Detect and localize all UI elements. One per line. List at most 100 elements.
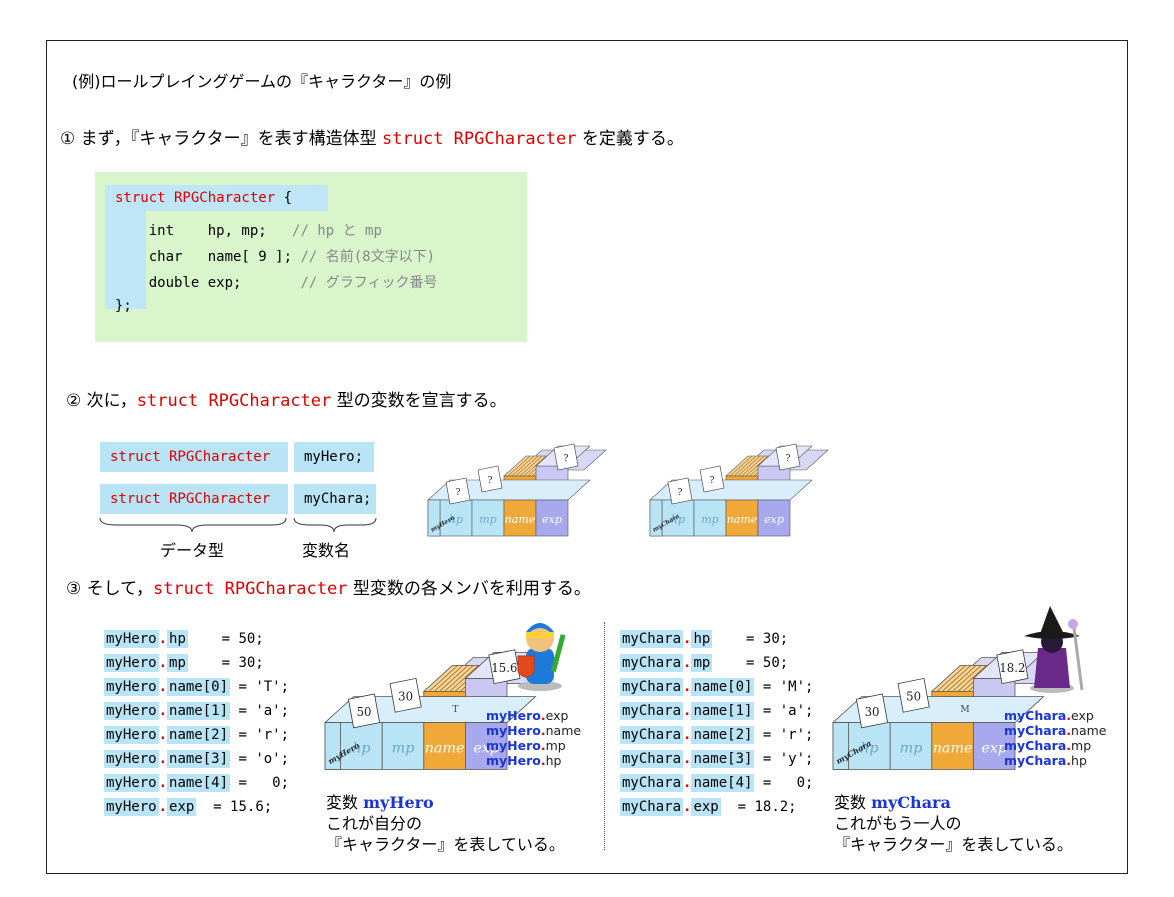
box-name-rib xyxy=(433,665,464,692)
member-label-field: exp xyxy=(545,708,569,723)
hero-caption-var: myHero xyxy=(363,793,434,812)
assign-value: = 30; xyxy=(712,631,789,647)
box-cell-exp xyxy=(973,722,1016,770)
assign-member: name[2] xyxy=(167,726,231,744)
code-line-3: double exp; // グラフィック番号 xyxy=(115,272,438,292)
member-label-var: myHero xyxy=(486,723,541,738)
box-field-label-exp: exp xyxy=(542,513,562,526)
box-name-rib xyxy=(733,455,757,477)
assign-member: name[3] xyxy=(691,750,755,768)
box-name-rib xyxy=(952,665,982,692)
var-brace xyxy=(293,517,377,533)
member-label-hp: myChara.hp xyxy=(1004,753,1087,768)
assign-dot: . xyxy=(158,655,168,671)
box-card-value: 50 xyxy=(357,705,372,719)
box-value-card-hp: ? xyxy=(445,477,471,505)
box-card-value: ? xyxy=(678,488,683,498)
figure-frame xyxy=(46,40,1128,874)
assignment-line: myHero.name[1] = 'a'; xyxy=(104,700,289,722)
member-label-field: mp xyxy=(1071,738,1092,753)
member-label-dot: . xyxy=(540,723,546,738)
member-label-field: hp xyxy=(1071,753,1087,768)
assign-member: name[1] xyxy=(167,702,231,720)
member-label-field: hp xyxy=(545,753,562,768)
code-keyword: struct RPGCharacter xyxy=(115,190,276,206)
box-card-face xyxy=(553,443,579,471)
assign-var: myHero xyxy=(104,678,159,696)
assign-member: hp xyxy=(691,630,713,648)
member-label-dot: . xyxy=(540,753,546,768)
member-label-mp: myChara.mp xyxy=(1004,738,1091,753)
member-label-var: myChara xyxy=(1004,708,1067,723)
code-member-exp: double exp; xyxy=(115,275,301,291)
intro-title: (例)ロールプレイングゲームの『キャラクター』の例 xyxy=(72,72,452,91)
step2-text: ② 次に，struct RPGCharacter 型の変数を宣言する。 xyxy=(66,386,507,411)
box-card-value: 30 xyxy=(398,690,413,704)
box-cell-mp xyxy=(471,499,505,537)
assignment-line: myChara.name[1] = 'a'; xyxy=(620,700,813,722)
code-comment-1: // hp と mp xyxy=(292,223,382,239)
witch-avatar-icon xyxy=(1024,606,1084,693)
assign-member: name[4] xyxy=(691,774,755,792)
assignment-line: myHero.mp = 30; xyxy=(104,652,264,674)
box-name-rib xyxy=(745,455,769,477)
box-value-card-hp: ? xyxy=(667,477,693,505)
box-field-label-name: name xyxy=(425,741,465,757)
box-name-rib xyxy=(507,455,531,477)
box-field-label-hp: hp xyxy=(449,513,463,526)
assign-value: = 'a'; xyxy=(230,703,290,719)
assign-member: mp xyxy=(691,654,713,672)
box-card-value: 15.6 xyxy=(491,661,517,675)
box-name-rib xyxy=(957,665,987,692)
assign-dot: . xyxy=(158,631,168,647)
member-label-name: myChara.name xyxy=(1004,723,1106,738)
step2-code: struct RPGCharacter xyxy=(136,391,332,411)
box-value-card-exp: ? xyxy=(775,443,801,471)
assign-var: myHero xyxy=(104,750,159,768)
assign-var: myHero xyxy=(104,702,159,720)
box-card-face xyxy=(477,465,503,493)
step3-suffix: 型変数の各メンバを利用する。 xyxy=(347,579,591,599)
hero-caption: 変数 myHero これが自分の 『キャラクター』を表している。 xyxy=(326,792,565,855)
hero-avatar-icon xyxy=(517,623,566,691)
code-comment-2: // 名前(8文字以下) xyxy=(300,249,436,265)
box-cell-exp xyxy=(535,499,569,537)
assign-value: = 'y'; xyxy=(754,751,814,767)
assign-value: = 'T'; xyxy=(230,679,290,695)
box-card-face xyxy=(855,693,889,729)
box-field-label-hp: hp xyxy=(671,513,685,526)
box-card-value: ? xyxy=(564,454,569,464)
box-field-label-exp: exp xyxy=(473,741,499,757)
box-name-rib xyxy=(947,665,977,692)
box-left-face xyxy=(324,722,341,770)
assign-member: name[2] xyxy=(691,726,755,744)
box-card-face xyxy=(996,649,1029,685)
assign-var: myChara xyxy=(620,774,684,792)
box-field-label-hp: hp xyxy=(352,741,370,757)
code-member-name: char name[ 9 ]; xyxy=(115,249,301,265)
member-label-field: mp xyxy=(545,738,566,753)
assign-var: myHero xyxy=(104,798,159,816)
decl-braces xyxy=(99,517,377,533)
member-label-var: myHero xyxy=(486,738,541,753)
member-label-mp: myHero.mp xyxy=(486,738,566,753)
box-field-label-name: name xyxy=(505,513,536,526)
box-cell-hp xyxy=(661,499,695,537)
decl-var-2: myChara; xyxy=(294,484,376,514)
hero-caption-line3: 『キャラクター』を表している。 xyxy=(326,835,565,854)
assign-member: name[0] xyxy=(691,678,755,696)
member-label-var: myHero xyxy=(486,708,541,723)
member-label-hp: myHero.hp xyxy=(486,753,561,768)
box-card-face xyxy=(488,649,521,685)
step1-code: struct RPGCharacter xyxy=(382,129,577,149)
assign-var: myChara xyxy=(620,654,684,672)
chara-caption-line3: 『キャラクター』を表している。 xyxy=(834,835,1073,854)
box-value-card-mp: 50 xyxy=(897,677,930,713)
member-label-field: exp xyxy=(1071,708,1094,723)
assign-value: = 'r'; xyxy=(754,727,814,743)
step3-code: struct RPGCharacter xyxy=(152,579,348,599)
box-cell-mp xyxy=(889,722,933,770)
box-card-face xyxy=(445,477,471,505)
